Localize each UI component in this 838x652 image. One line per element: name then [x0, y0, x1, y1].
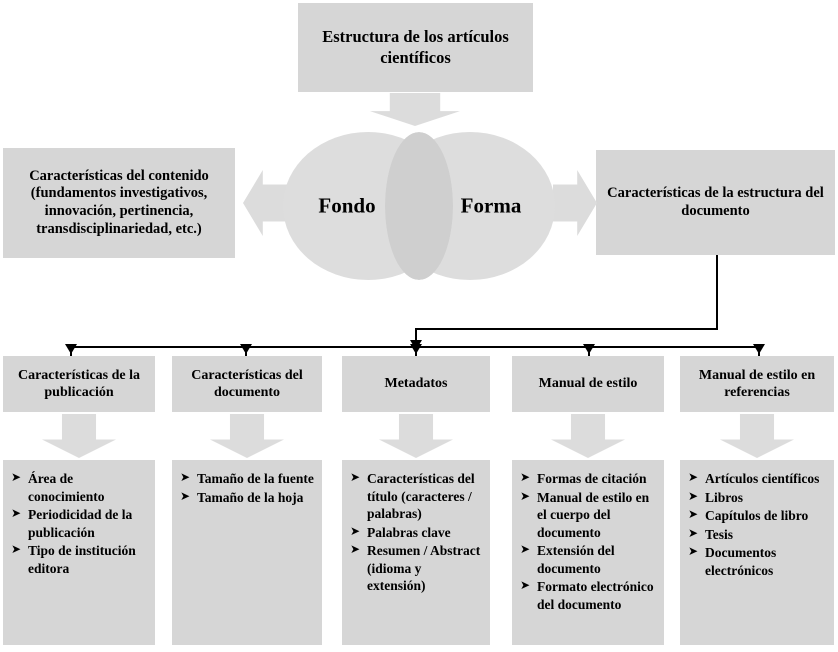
list-item: ➤ Artículos científicos — [688, 470, 826, 488]
triangle-right-bullet-icon: ➤ — [688, 470, 699, 484]
column-header-metadatos: Metadatos — [342, 356, 490, 412]
list-item: ➤ Tesis — [688, 526, 826, 544]
column-header-manual-referencias: Manual de estilo en referencias — [680, 356, 834, 412]
structure-characteristics-text: Características de la estructura del doc… — [607, 184, 824, 219]
title-text: Estructura de los artículos científicos — [322, 27, 509, 67]
triangle-right-bullet-icon: ➤ — [520, 542, 531, 557]
list-item-label: Libros — [705, 489, 744, 505]
arrow-down-icon — [210, 414, 284, 458]
list-item-label: Periodicidad de la publicación — [28, 507, 133, 540]
venn-diagram: Fondo Forma — [283, 132, 555, 280]
list-container: ➤ Tamaño de la fuente ➤ Tamaño de la hoja — [180, 470, 314, 506]
column-header-text: Metadatos — [384, 376, 448, 392]
arrow-down-icon — [42, 414, 116, 458]
column-header-text: Características del documento — [191, 367, 303, 400]
triangle-right-bullet-icon: ➤ — [11, 506, 22, 521]
list-item-label: Área de conocimiento — [28, 471, 105, 504]
list-item-label: Resumen / Abstract (idioma y extensión) — [367, 543, 481, 594]
triangle-right-bullet-icon: ➤ — [688, 488, 699, 503]
arrow-head-col4-icon — [583, 344, 595, 354]
list-item: ➤ Tamaño de la hoja — [180, 489, 314, 507]
list-item-label: Artículos científicos — [705, 471, 820, 486]
list-item-label: Características del título (caracteres /… — [367, 471, 475, 522]
list-item-label: Tamaño de la hoja — [197, 489, 304, 505]
triangle-right-bullet-icon: ➤ — [520, 488, 531, 503]
triangle-right-bullet-icon: ➤ — [180, 470, 191, 484]
list-item-label: Manual de estilo en el cuerpo del docume… — [537, 489, 650, 540]
content-characteristics-box: Características del contenido (fundament… — [3, 148, 235, 258]
venn-overlap-region — [385, 132, 453, 280]
triangle-right-bullet-icon: ➤ — [520, 470, 531, 484]
structure-characteristics-box: Características de la estructura del doc… — [596, 150, 835, 255]
title-box: Estructura de los artículos científicos — [298, 3, 533, 92]
column-header-text: Características de la publicación — [17, 367, 141, 400]
column-list-documento: ➤ Tamaño de la fuente ➤ Tamaño de la hoja — [172, 460, 322, 645]
column-header-publicacion: Características de la publicación — [3, 356, 155, 412]
arrow-right-icon — [553, 170, 597, 236]
list-item-label: Tesis — [705, 526, 734, 542]
arrow-head-col5-icon — [753, 344, 765, 354]
list-container: ➤ Formas de citación ➤ Manual de estilo en … — [520, 470, 656, 613]
triangle-right-bullet-icon: ➤ — [520, 578, 531, 593]
column-header-manual-estilo: Manual de estilo — [512, 356, 664, 412]
arrow-head-col2-icon — [240, 344, 252, 354]
connector-vertical-mid — [415, 328, 417, 344]
list-container: ➤ Artículos científicos ➤ Libros ➤ Capítulos … — [688, 470, 826, 579]
column-list-manual-referencias: ➤ Artículos científicos ➤ Libros ➤ Capítulos … — [680, 460, 834, 645]
list-item: ➤ Capítulos de libro — [688, 507, 826, 525]
list-item-label: Tipo de institución editora — [28, 543, 136, 576]
triangle-right-bullet-icon: ➤ — [688, 544, 699, 559]
connector-vertical-right — [716, 255, 718, 330]
list-item-label: Capítulos de libro — [705, 508, 809, 524]
triangle-right-bullet-icon: ➤ — [350, 542, 361, 557]
list-item: ➤ Documentos electrónicos — [688, 544, 826, 579]
column-header-text: Manual de estilo — [538, 376, 638, 392]
list-item-label: Palabras clave — [367, 524, 451, 540]
list-item-label: Tamaño de la fuente — [197, 471, 314, 486]
list-item: ➤ Resumen / Abstract (idioma y extensión) — [350, 542, 482, 595]
list-item-label: Formas de citación — [537, 471, 647, 486]
triangle-right-bullet-icon: ➤ — [180, 488, 191, 503]
list-item: ➤ Manual de estilo en el cuerpo del docum… — [520, 489, 656, 542]
column-list-publicacion: ➤ Área de conocimiento ➤ Periodicidad de la… — [3, 460, 155, 645]
column-list-manual-estilo: ➤ Formas de citación ➤ Manual de estilo en … — [512, 460, 664, 645]
list-item: ➤ Libros — [688, 489, 826, 507]
list-item: ➤ Tamaño de la fuente — [180, 470, 314, 488]
list-item: ➤ Palabras clave — [350, 524, 482, 542]
list-item-label: Formato electrónico del documento — [537, 579, 654, 612]
list-container: ➤ Características del título (caracteres … — [350, 470, 482, 595]
list-item: ➤ Extensión del documento — [520, 542, 656, 577]
venn-label-forma: Forma — [460, 193, 522, 218]
triangle-right-bullet-icon: ➤ — [11, 542, 22, 557]
list-item: ➤ Tipo de institución editora — [11, 542, 147, 577]
column-list-metadatos: ➤ Características del título (caracteres … — [342, 460, 490, 645]
list-item-label: Documentos electrónicos — [705, 545, 777, 578]
list-item: ➤ Periodicidad de la publicación — [11, 506, 147, 541]
arrow-head-col1-icon — [65, 344, 77, 354]
column-header-documento: Características del documento — [172, 356, 322, 412]
triangle-right-bullet-icon: ➤ — [350, 470, 361, 484]
arrow-down-icon — [379, 414, 453, 458]
arrow-left-icon — [243, 170, 287, 236]
list-item: ➤ Formas de citación — [520, 470, 656, 488]
triangle-right-bullet-icon: ➤ — [350, 523, 361, 538]
triangle-right-bullet-icon: ➤ — [688, 507, 699, 522]
triangle-right-bullet-icon: ➤ — [11, 470, 22, 484]
venn-label-fondo: Fondo — [318, 193, 376, 218]
arrow-down-icon — [551, 414, 625, 458]
content-characteristics-text: Características del contenido (fundament… — [29, 167, 209, 237]
arrow-down-icon — [370, 93, 460, 126]
list-item: ➤ Área de conocimiento — [11, 470, 147, 505]
list-item: ➤ Formato electrónico del documento — [520, 578, 656, 613]
list-item: ➤ Características del título (caracteres … — [350, 470, 482, 523]
column-header-text: Manual de estilo en referencias — [698, 367, 816, 400]
connector-horizontal-upper — [415, 328, 718, 330]
arrow-head-col3-icon — [410, 344, 422, 354]
arrow-down-icon — [720, 414, 794, 458]
list-item-label: Extensión del documento — [537, 543, 615, 576]
triangle-right-bullet-icon: ➤ — [688, 525, 699, 540]
list-container: ➤ Área de conocimiento ➤ Periodicidad de la… — [11, 470, 147, 577]
